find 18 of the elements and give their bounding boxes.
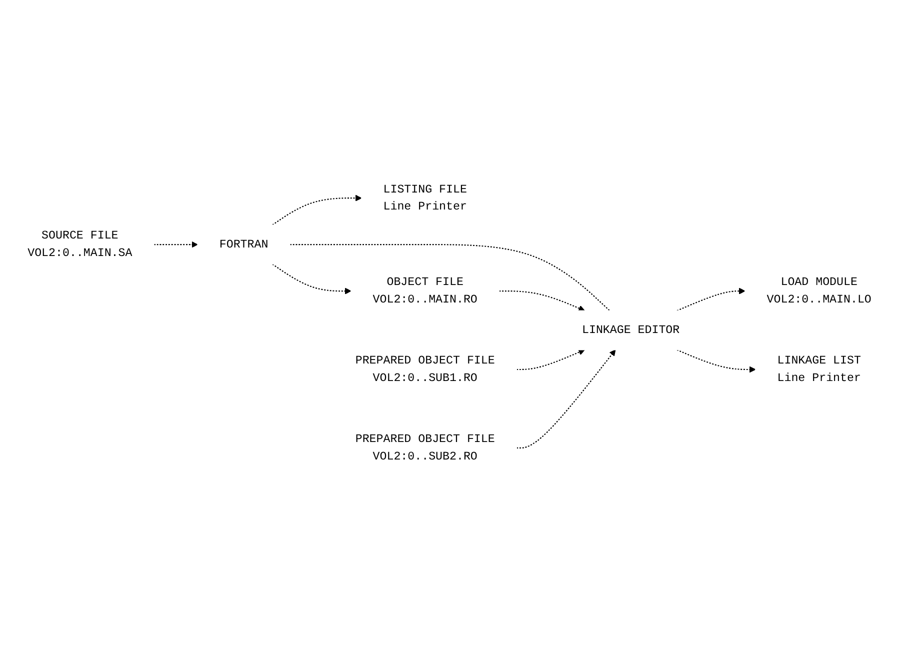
arrow bbox=[272, 194, 362, 226]
node-text: PREPARED OBJECT FILE VOL2:0..SUB1.RO bbox=[355, 354, 495, 385]
arrow bbox=[154, 241, 198, 248]
arrow bbox=[676, 288, 746, 312]
arrow bbox=[272, 264, 352, 294]
node-text: FORTRAN bbox=[219, 238, 268, 252]
node-text: LINKAGE EDITOR bbox=[582, 324, 680, 337]
arrow bbox=[516, 349, 585, 370]
arrow bbox=[516, 350, 616, 448]
connector bbox=[290, 244, 610, 312]
node-text: OBJECT FILE VOL2:0..MAIN.RO bbox=[372, 276, 478, 306]
node-text: LINKAGE LIST Line Printer bbox=[777, 354, 861, 385]
node-text: PREPARED OBJECT FILE VOL2:0..SUB2.RO bbox=[355, 432, 495, 464]
node-text: LISTING FILE Line Printer bbox=[383, 182, 467, 214]
arrow bbox=[676, 349, 756, 373]
arrow bbox=[499, 290, 585, 312]
node-text: LOAD MODULE VOL2:0..MAIN.LO bbox=[766, 276, 872, 306]
node-text: SOURCE FILE VOL2:0..MAIN.SA bbox=[28, 229, 132, 260]
